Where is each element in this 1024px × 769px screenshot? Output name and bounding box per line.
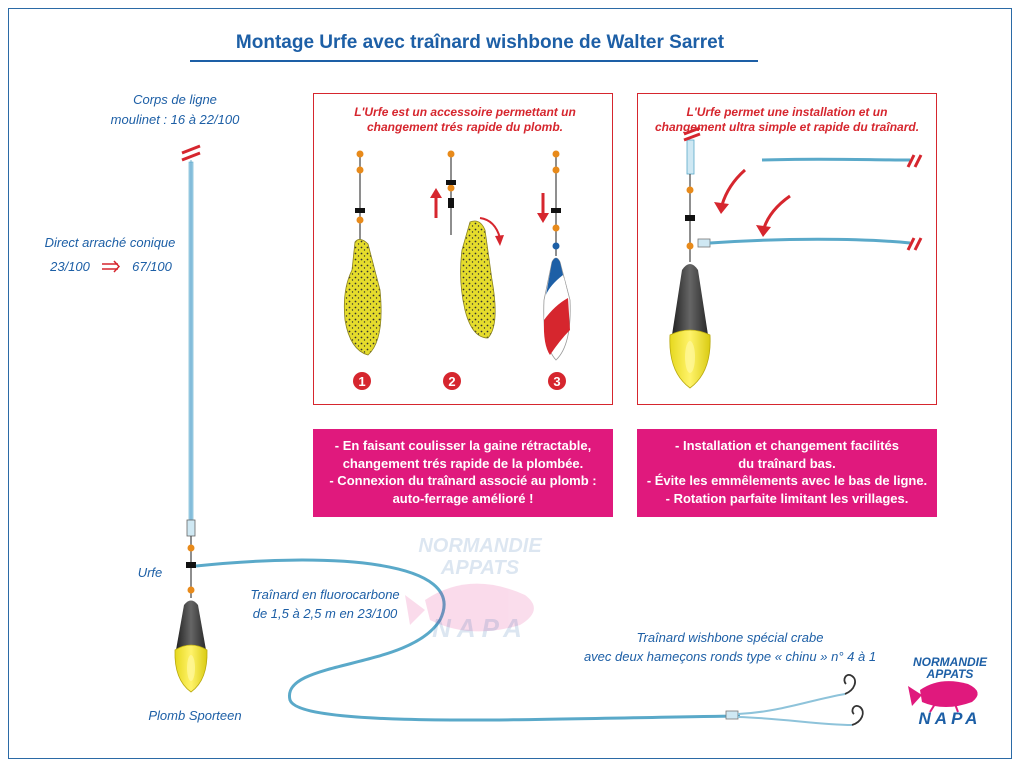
title-underline	[190, 60, 758, 62]
urfe-step1-rig	[343, 150, 382, 356]
left-benefit-line: - En faisant coulisser la gaine rétracta…	[334, 438, 592, 453]
step-number: 2	[448, 374, 455, 389]
direct-to-label: 67/100	[132, 259, 172, 274]
hook-icon	[843, 674, 864, 726]
logo-line2: APPATS	[926, 667, 974, 681]
watermark-fish-icon	[405, 583, 534, 632]
left-benefits-box: - En faisant coulisser la gaine rétracta…	[313, 429, 613, 517]
urfe-connector	[186, 519, 196, 598]
step-badge-1: 1	[353, 372, 371, 390]
logo-line1: NORMANDIE	[913, 655, 987, 669]
curved-arrow-icon	[714, 168, 791, 237]
right-benefit-line: - Évite les emmêlements avec le bas de l…	[646, 473, 928, 488]
watermark-logo: NORMANDIE APPATS NAPA	[405, 535, 555, 643]
urfe-trainard-rig	[669, 139, 711, 389]
corps-label-line2: moulinet : 16 à 22/100	[110, 112, 240, 127]
urfe-label: Urfe	[137, 565, 163, 580]
urfe-lead-change-panel	[313, 93, 613, 405]
plomb-label: Plomb Sporteen	[148, 708, 242, 723]
left-benefit-line: auto-ferrage amélioré !	[392, 490, 534, 506]
napa-logo: NORMANDIE APPATS NAPA	[905, 655, 995, 728]
right-panel-caption-line1: L'Urfe permet une installation et un	[686, 105, 888, 119]
urfe-trainard-panel	[637, 93, 937, 405]
fluorocarbon-leader	[195, 558, 741, 722]
right-benefit-line: - Rotation parfaite limitant les vrillag…	[665, 490, 909, 506]
line-break-icon	[683, 126, 701, 142]
page-border	[8, 8, 1012, 759]
watermark-line3: NAPA	[432, 613, 528, 643]
sporteen-lead	[174, 600, 208, 693]
direct-from-label: 23/100	[50, 259, 90, 274]
left-panel-caption-line1: L'Urfe est un accessoire permettant un	[354, 105, 576, 119]
direct-label-line1: Direct arraché conique	[44, 235, 176, 250]
left-panel-caption-line2: changement trés rapide du plomb.	[366, 120, 564, 134]
watermark-line2: APPATS	[440, 557, 520, 579]
step-badge-3: 3	[548, 372, 566, 390]
logo-fish-icon	[908, 681, 978, 713]
step-badge-2: 2	[443, 372, 461, 390]
step-number: 3	[553, 374, 560, 389]
page-title: Montage Urfe avec traînard wishbone de W…	[235, 32, 725, 53]
fluoro-label-line1: Traînard en fluorocarbone	[250, 587, 400, 602]
curved-arrow-icon	[479, 217, 504, 246]
wishbone-rig	[725, 693, 853, 726]
trainard-leader-upper	[761, 154, 923, 168]
right-benefits-box: - Installation et changement facilités d…	[637, 429, 937, 517]
urfe-step3-rig	[543, 150, 571, 361]
right-benefit-line: - Installation et changement facilités	[675, 438, 899, 453]
fluoro-label-line2: de 1,5 à 2,5 m en 23/100	[252, 606, 398, 621]
wishbone-label-line1: Traînard wishbone spécial crabe	[636, 630, 824, 645]
left-benefit-line: - Connexion du traînard associé au plomb…	[329, 473, 597, 488]
step-number: 1	[358, 374, 365, 389]
up-arrow-icon	[430, 188, 442, 218]
corps-label-line1: Corps de ligne	[133, 92, 217, 107]
thickness-arrow-icon	[102, 260, 121, 273]
main-line	[188, 160, 194, 530]
watermark-line1: NORMANDIE	[418, 535, 542, 557]
down-arrow-icon	[537, 193, 549, 223]
logo-line3: NAPA	[918, 709, 982, 728]
trainard-leader-lower	[697, 237, 923, 251]
right-benefit-line: du traînard bas.	[738, 455, 836, 471]
urfe-step2-rig	[446, 150, 496, 339]
wishbone-label-line2: avec deux hameçons ronds type « chinu » …	[583, 649, 877, 664]
left-benefit-line: changement trés rapide de la plombée.	[342, 455, 584, 471]
right-panel-caption-line2: changement ultra simple et rapide du tra…	[654, 120, 920, 134]
line-break-icon	[181, 144, 201, 162]
